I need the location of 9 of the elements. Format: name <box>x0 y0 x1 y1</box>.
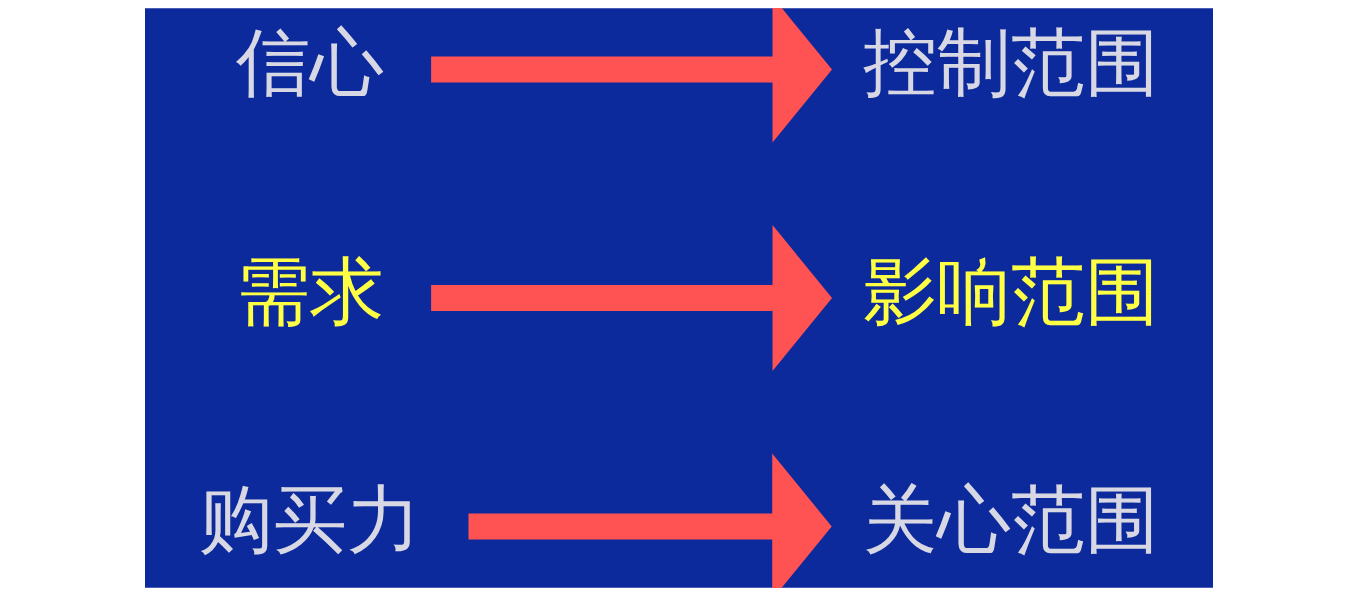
node-text: 控制范围 <box>862 19 1159 107</box>
arrow <box>431 8 833 143</box>
arrow <box>431 225 833 371</box>
node-text: 需求 <box>236 247 385 335</box>
node-text: 关心范围 <box>862 476 1159 564</box>
arrow <box>468 453 832 588</box>
node-text: 购买力 <box>199 476 422 564</box>
node-text: 影响范围 <box>862 247 1159 335</box>
node-text: 信心 <box>236 19 385 107</box>
